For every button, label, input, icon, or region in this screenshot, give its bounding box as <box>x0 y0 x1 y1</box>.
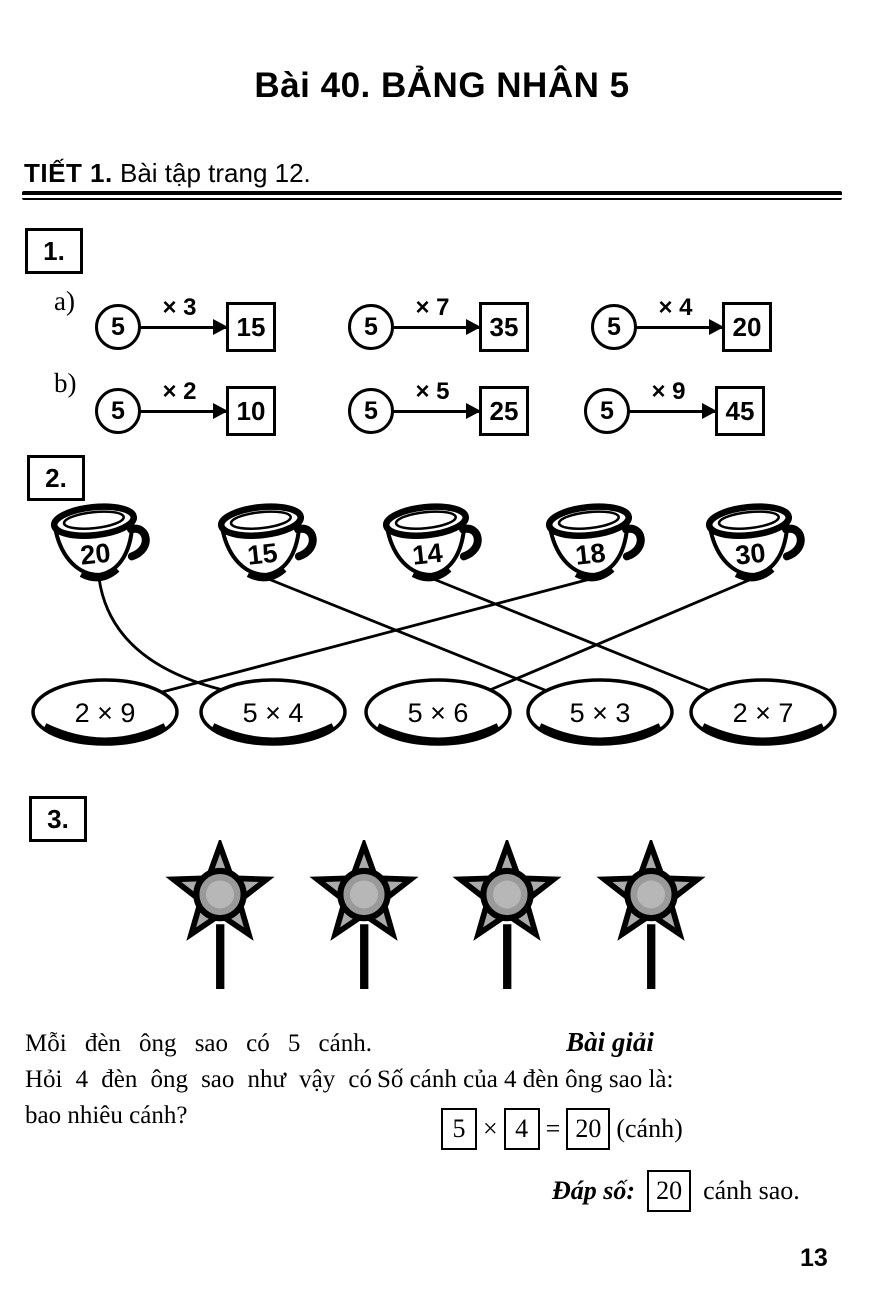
result-box: 45 <box>715 386 765 436</box>
answer-unit: cánh sao. <box>703 1176 800 1205</box>
equation-box-result: 20 <box>566 1108 611 1150</box>
solution-equation: 5 × 4 = 20 (cánh) <box>441 1108 683 1150</box>
cup-value: 14 <box>411 538 444 571</box>
cup: 15 <box>217 503 317 582</box>
multiply-arrow: × 5 <box>392 378 481 419</box>
plate-expression: 2 × 7 <box>733 698 794 728</box>
result-box: 20 <box>722 302 772 352</box>
plate-expression: 5 × 4 <box>243 698 304 728</box>
mapping-group: 5 × 5 25 <box>348 378 529 436</box>
section-divider <box>22 191 842 200</box>
cup-value: 30 <box>734 538 767 571</box>
part-b-label: b) <box>54 368 77 398</box>
multiply-arrow: × 7 <box>392 294 481 335</box>
plate: 5 × 3 <box>526 678 674 746</box>
result-box: 10 <box>226 386 276 436</box>
lantern-circle-highlight <box>349 880 378 909</box>
match-line <box>429 576 725 698</box>
equation-box-b: 4 <box>503 1108 540 1150</box>
plate-expression: 2 × 9 <box>75 698 136 728</box>
multiply-arrow: × 2 <box>139 378 228 419</box>
section-text: Bài tập trang 12. <box>119 158 311 188</box>
cup-value: 20 <box>79 538 112 571</box>
mapping-group: 5 × 3 15 <box>95 294 276 352</box>
cup: 20 <box>50 503 150 582</box>
plate: 5 × 4 <box>199 678 347 746</box>
lesson-title: Bài 40. BẢNG NHÂN 5 <box>254 66 630 105</box>
mapping-group: 5 × 9 45 <box>584 378 765 436</box>
star-lantern <box>452 840 562 989</box>
match-line <box>97 576 254 698</box>
exercise-2-number: 2. <box>27 455 85 501</box>
plate: 5 × 6 <box>364 678 512 746</box>
lantern-circle-highlight <box>636 880 665 909</box>
problem-line: Hỏi 4 đèn ông sao như vậy có <box>25 1066 372 1093</box>
input-circle: 5 <box>584 388 630 434</box>
input-circle: 5 <box>591 304 637 350</box>
lantern-stick <box>359 924 369 989</box>
multiply-arrow: × 9 <box>628 378 717 419</box>
mapping-group: 5 × 4 20 <box>591 294 772 352</box>
solution-heading: Bài giải <box>566 1027 654 1057</box>
cup: 30 <box>705 503 805 582</box>
plate-expression: 5 × 3 <box>570 698 631 728</box>
section-label: TIẾT 1. <box>24 158 113 188</box>
problem-text: Mỗi đèn ông sao có 5 cánh. Hỏi 4 đèn ông… <box>25 1026 372 1134</box>
equals-sign: = <box>545 1114 561 1143</box>
answer-label: Đáp số: <box>552 1176 636 1205</box>
equation-box-a: 5 <box>441 1108 477 1150</box>
multiply-arrow: × 4 <box>635 294 724 335</box>
problem-line: Mỗi đèn ông sao có 5 cánh. <box>25 1030 372 1057</box>
lantern-stick <box>647 924 656 989</box>
star-lantern <box>309 840 419 989</box>
operation-label: × 4 <box>658 293 693 321</box>
input-circle: 5 <box>348 304 394 350</box>
answer-line: Đáp số: 20 cánh sao. <box>552 1170 800 1212</box>
mapping-group: 5 × 7 35 <box>348 294 529 352</box>
lantern-row <box>157 840 714 991</box>
star-lantern <box>165 840 275 989</box>
input-circle: 5 <box>95 304 141 350</box>
answer-box: 20 <box>647 1170 692 1212</box>
part-a-label: a) <box>54 286 75 316</box>
plate-expression: 5 × 6 <box>408 698 469 728</box>
result-box: 25 <box>479 386 529 436</box>
mapping-group: 5 × 2 10 <box>95 378 276 436</box>
match-line <box>474 576 756 698</box>
lantern-stick <box>503 924 512 989</box>
input-circle: 5 <box>348 388 394 434</box>
operation-label: × 3 <box>162 293 197 321</box>
input-circle: 5 <box>95 388 141 434</box>
match-line <box>264 576 562 698</box>
lantern-circle-highlight <box>206 880 234 909</box>
multiply-arrow: × 3 <box>139 294 228 335</box>
solution-statement: Số cánh của 4 đèn ông sao là: <box>377 1066 674 1093</box>
matching-diagram: 20 15 14 18 <box>31 503 837 746</box>
result-box: 15 <box>226 302 276 352</box>
equation-unit: (cánh) <box>616 1114 683 1143</box>
operation-label: × 5 <box>415 377 450 405</box>
operation-label: × 2 <box>162 377 197 405</box>
lantern-stick <box>216 924 225 989</box>
operation-label: × 9 <box>651 377 686 405</box>
match-line <box>145 576 596 698</box>
exercise-1-number: 1. <box>25 228 83 274</box>
cup-value: 18 <box>574 538 607 571</box>
exercise-3-number: 3. <box>29 796 87 842</box>
star-lantern <box>596 840 706 989</box>
cup: 18 <box>545 503 645 582</box>
match-lines <box>97 576 756 698</box>
problem-line: bao nhiêu cánh? <box>25 1102 188 1129</box>
operation-label: × 7 <box>415 293 450 321</box>
cup: 14 <box>382 503 482 582</box>
cup-value: 15 <box>246 538 279 571</box>
plate: 2 × 7 <box>689 678 837 746</box>
lantern-circle-highlight <box>493 880 522 909</box>
result-box: 35 <box>479 302 529 352</box>
plate: 2 × 9 <box>31 678 179 746</box>
times-sign: × <box>483 1114 498 1143</box>
page-number: 13 <box>800 1244 828 1272</box>
section-header: TIẾT 1. Bài tập trang 12. <box>24 158 860 189</box>
